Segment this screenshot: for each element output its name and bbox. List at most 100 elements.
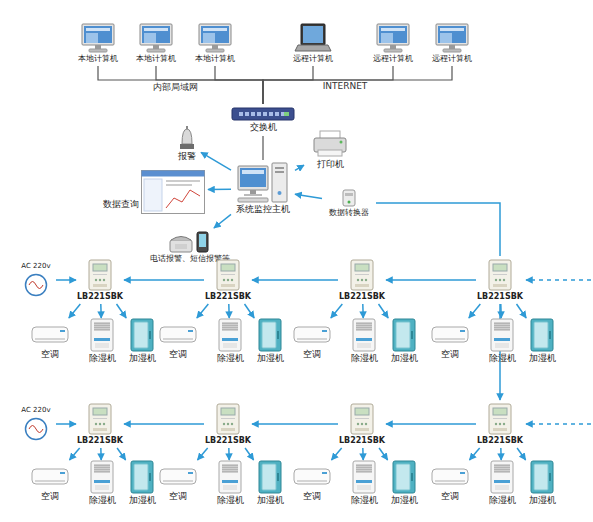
controller-unit: LB221SBK bbox=[204, 400, 252, 448]
connector-arrow bbox=[295, 194, 322, 198]
node-label: 加湿机 bbox=[391, 496, 418, 506]
connector-arrow bbox=[228, 448, 230, 460]
node-label: 加湿机 bbox=[129, 496, 156, 506]
node-label: LB221SBK bbox=[77, 293, 123, 302]
node-label: AC 220v bbox=[21, 407, 50, 415]
controller-unit: LB221SBK bbox=[76, 256, 124, 304]
node-label: 加湿机 bbox=[529, 496, 556, 506]
connector-arrow bbox=[386, 279, 476, 281]
acunit-icon bbox=[431, 464, 469, 490]
power-source: AC 220v bbox=[16, 403, 56, 445]
unit-icon bbox=[350, 259, 374, 291]
unit-icon bbox=[88, 259, 112, 291]
connector-arrow bbox=[214, 214, 231, 228]
computer-node: 本地计算机 bbox=[73, 20, 123, 66]
hum-icon bbox=[130, 318, 154, 352]
hum-icon bbox=[258, 460, 282, 494]
node-label: 除湿机 bbox=[217, 354, 244, 364]
connector-group bbox=[56, 66, 526, 460]
humidifier: 加湿机 bbox=[125, 318, 159, 364]
computer-node: 远程计算机 bbox=[288, 20, 338, 66]
connector-arrow bbox=[117, 304, 127, 318]
computer-node: 远程计算机 bbox=[368, 20, 418, 66]
air-conditioner: 空调 bbox=[30, 460, 70, 506]
hum-icon bbox=[530, 460, 554, 494]
dehumidifier: 除湿机 bbox=[484, 318, 520, 364]
node-label: LB221SBK bbox=[339, 293, 385, 302]
node-label: 空调 bbox=[41, 492, 59, 502]
controller-unit: LB221SBK bbox=[204, 256, 252, 304]
acunit-icon bbox=[293, 322, 331, 348]
printer-node: 打印机 bbox=[304, 128, 356, 172]
humidifier: 加湿机 bbox=[253, 318, 287, 364]
node-label: 除湿机 bbox=[489, 496, 516, 506]
node-label: 除湿机 bbox=[351, 354, 378, 364]
unit-icon bbox=[88, 403, 112, 435]
connector-arrow bbox=[500, 448, 502, 460]
dehum-icon bbox=[351, 318, 377, 352]
connector-arrow bbox=[245, 448, 254, 460]
connector-arrow bbox=[197, 304, 208, 318]
node-label: 空调 bbox=[441, 350, 459, 360]
controller-unit: LB221SBK bbox=[76, 400, 124, 448]
node-label: 打印机 bbox=[317, 160, 344, 170]
connector-arrow bbox=[517, 304, 527, 318]
connector-arrow bbox=[245, 304, 255, 318]
power-icon bbox=[24, 417, 48, 441]
acunit-icon bbox=[159, 464, 197, 490]
node-label: 数据查询 bbox=[103, 200, 139, 214]
dehum-icon bbox=[217, 460, 243, 494]
laptop-icon bbox=[295, 23, 331, 53]
incoming-dashed-arrow bbox=[526, 279, 591, 281]
network-label: 内部局域网 bbox=[153, 81, 198, 94]
incoming-dashed-arrow bbox=[526, 423, 591, 425]
node-label: LB221SBK bbox=[477, 293, 523, 302]
hum-icon bbox=[130, 460, 154, 494]
hum-icon bbox=[258, 318, 282, 352]
air-conditioner: 空调 bbox=[430, 460, 470, 506]
acunit-icon bbox=[431, 322, 469, 348]
connector-arrow bbox=[331, 304, 342, 318]
dehum-icon bbox=[489, 460, 515, 494]
monitor-icon bbox=[375, 23, 411, 53]
node-label: 系统监控主机 bbox=[236, 205, 290, 215]
dehumidifier: 除湿机 bbox=[84, 460, 120, 506]
phones-icon bbox=[170, 231, 210, 253]
node-label: 交换机 bbox=[250, 123, 277, 133]
connector-arrow bbox=[56, 279, 76, 281]
node-label: 加湿机 bbox=[529, 354, 556, 364]
monitor-icon bbox=[138, 23, 174, 53]
converter-node: 数据转换器 bbox=[322, 186, 376, 220]
monitor-icon bbox=[434, 23, 470, 53]
dehumidifier: 除湿机 bbox=[484, 460, 520, 506]
unit-icon bbox=[488, 403, 512, 435]
dehumidifier: 除湿机 bbox=[346, 460, 382, 506]
node-label: 本地计算机 bbox=[78, 55, 118, 64]
acunit-icon bbox=[31, 322, 69, 348]
connector-arrow bbox=[263, 66, 452, 104]
controller-unit: LB221SBK bbox=[338, 256, 386, 304]
switch-icon bbox=[232, 107, 294, 121]
unit-icon bbox=[216, 259, 240, 291]
controller-unit: LB221SBK bbox=[338, 400, 386, 448]
node-label: 远程计算机 bbox=[432, 55, 472, 64]
connector-arrow bbox=[100, 448, 102, 460]
unit-icon bbox=[216, 403, 240, 435]
node-label: 除湿机 bbox=[489, 354, 516, 364]
node-label: 远程计算机 bbox=[293, 55, 333, 64]
connector-arrow bbox=[56, 423, 76, 425]
air-conditioner: 空调 bbox=[292, 460, 332, 506]
unit-icon bbox=[488, 259, 512, 291]
connector-arrow bbox=[201, 152, 231, 170]
node-label: LB221SBK bbox=[205, 293, 251, 302]
connector-arrow bbox=[252, 279, 338, 281]
siren-icon bbox=[179, 126, 195, 150]
host-node: 系统监控主机 bbox=[231, 160, 295, 218]
switch-node: 交换机 bbox=[229, 104, 297, 136]
window-icon bbox=[141, 170, 205, 214]
monitor-icon bbox=[197, 23, 233, 53]
air-conditioner: 空调 bbox=[158, 318, 198, 364]
node-label: 除湿机 bbox=[217, 496, 244, 506]
dehum-icon bbox=[489, 318, 515, 352]
monitor-icon bbox=[80, 23, 116, 53]
